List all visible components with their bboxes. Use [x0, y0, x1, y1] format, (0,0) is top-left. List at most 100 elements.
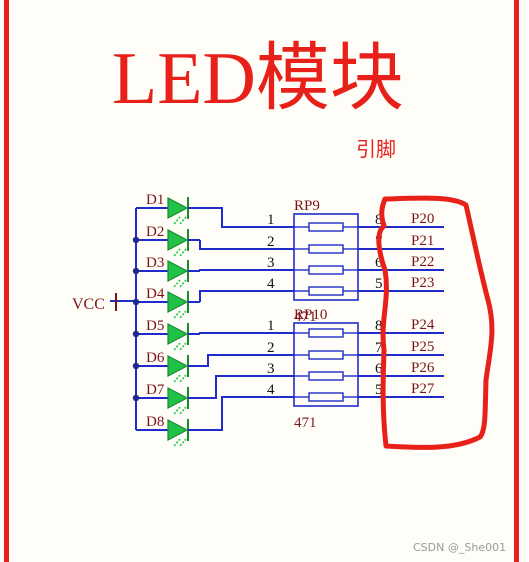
- pin-number: 6: [375, 361, 383, 377]
- pin-annotation: 引脚: [356, 137, 396, 161]
- pin-number: 7: [375, 340, 383, 356]
- led-emission-arrow: [179, 374, 187, 383]
- pin-number: 6: [375, 255, 383, 271]
- resistor-element: [308, 265, 344, 275]
- net-led-8: [200, 396, 294, 431]
- led-4: D4: [132, 286, 200, 319]
- led-emission-arrow: [173, 279, 181, 288]
- vcc-symbol: [110, 293, 136, 311]
- net-led-4: [199, 290, 294, 302]
- net-led-5: [199, 332, 294, 334]
- net-led-2: [199, 240, 294, 250]
- port-label: P21: [411, 233, 434, 249]
- pin-number: 8: [375, 318, 383, 334]
- pin-number: 2: [267, 340, 275, 356]
- right-border: [514, 0, 519, 562]
- led-emission-arrow: [173, 310, 181, 319]
- led-5: D5: [132, 318, 200, 351]
- led-1: D1: [136, 192, 200, 225]
- led-emission-arrow: [173, 342, 181, 351]
- led-emission-arrow: [173, 406, 181, 415]
- led-2: D2: [132, 224, 200, 257]
- pack-ref-label: RP10: [294, 307, 327, 323]
- left-border: [4, 0, 9, 562]
- pack-ref-label: RP9: [294, 198, 320, 214]
- led-triangle: [167, 323, 189, 345]
- led-label: D4: [146, 286, 165, 302]
- port-label: P22: [411, 254, 434, 270]
- highlight-loop: [376, 195, 495, 450]
- page-title: LED模块: [112, 38, 404, 120]
- led-emission-arrow: [179, 438, 187, 447]
- led-triangle: [167, 229, 189, 251]
- watermark: CSDN @_She001: [413, 541, 506, 554]
- led-emission-arrow: [179, 310, 187, 319]
- resistor-element: [308, 350, 344, 360]
- resistor-element: [308, 244, 344, 254]
- resistor-element: [308, 328, 344, 338]
- pack-outline: [293, 322, 359, 407]
- led-6: D6: [132, 350, 200, 383]
- led-emission-arrow: [179, 342, 187, 351]
- pin-number: 4: [267, 276, 275, 292]
- led-8: D8: [136, 414, 200, 447]
- led-emission-arrow: [173, 248, 181, 257]
- led-triangle: [167, 387, 189, 409]
- pin-number: 1: [267, 212, 275, 228]
- led-triangle: [167, 355, 189, 377]
- pin-number: 3: [267, 361, 275, 377]
- led-emission-arrow: [173, 216, 181, 225]
- led-emission-arrow: [179, 279, 187, 288]
- junction-dot: [132, 267, 140, 275]
- led-label: D2: [146, 224, 164, 240]
- led-triangle: [167, 197, 189, 219]
- led-3: D3: [132, 255, 200, 288]
- resistor-element: [308, 222, 344, 232]
- led-emission-arrow: [179, 216, 187, 225]
- resistor-element: [308, 392, 344, 402]
- resistor-element: [308, 371, 344, 381]
- pin-number: 5: [375, 382, 383, 398]
- pin-number: 5: [375, 276, 383, 292]
- led-label: D1: [146, 192, 164, 208]
- port-label: P23: [411, 275, 434, 291]
- pack-outline: [293, 213, 359, 301]
- led-emission-arrow: [173, 374, 181, 383]
- net-led-6: [200, 354, 294, 367]
- port-label: P20: [411, 211, 434, 227]
- led-7: D7: [132, 382, 200, 415]
- junction-dot: [132, 362, 140, 370]
- led-label: D6: [146, 350, 165, 366]
- resistor-element: [308, 286, 344, 296]
- pack-value-label: 471: [294, 415, 317, 431]
- junction-dot: [132, 330, 140, 338]
- net-led-1: [200, 207, 294, 228]
- led-label: D3: [146, 255, 164, 271]
- vcc-label: VCC: [72, 296, 105, 313]
- port-label: P25: [411, 339, 434, 355]
- led-label: D5: [146, 318, 164, 334]
- led-label: D7: [146, 382, 165, 398]
- led-triangle: [167, 291, 189, 313]
- led-emission-arrow: [179, 406, 187, 415]
- junction-dot: [132, 236, 140, 244]
- pin-number: 4: [267, 382, 275, 398]
- pin-number: 8: [375, 212, 383, 228]
- led-triangle: [167, 419, 189, 441]
- port-label: P26: [411, 360, 435, 376]
- led-emission-arrow: [179, 248, 187, 257]
- port-label: P24: [411, 317, 435, 333]
- pin-number: 2: [267, 234, 275, 250]
- port-label: P27: [411, 381, 435, 397]
- junction-dot: [132, 298, 140, 306]
- net-led-7: [200, 375, 294, 399]
- led-emission-arrow: [173, 438, 181, 447]
- junction-dot: [132, 394, 140, 402]
